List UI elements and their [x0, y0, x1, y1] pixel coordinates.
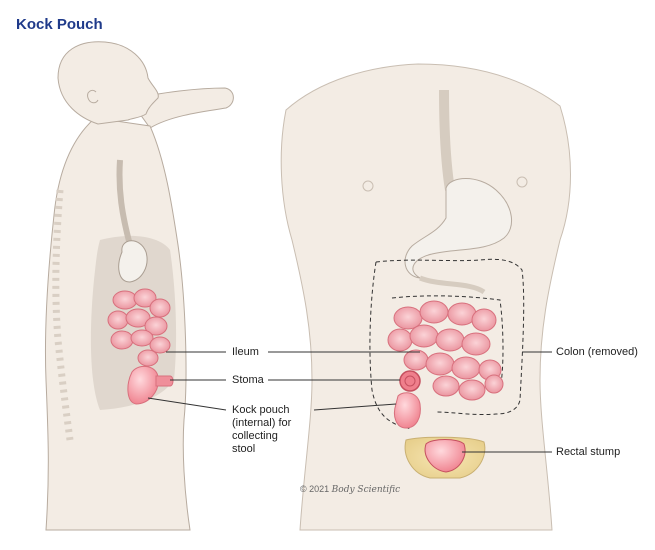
- front-kock-pouch: [393, 392, 421, 429]
- label-kock-pouch-line-2: (internal) for: [232, 417, 292, 429]
- copyright-text: © 2021: [300, 484, 330, 494]
- left-nipple: [362, 180, 374, 192]
- copyright-notice: © 2021 Body Scientific: [300, 484, 400, 495]
- right-nipple: [516, 176, 528, 188]
- leader-lines: [147, 351, 552, 453]
- spine: [52, 189, 74, 441]
- removed-colon-outline: [369, 258, 525, 431]
- side-esophagus: [116, 159, 133, 246]
- stoma-opening: [404, 375, 416, 387]
- pouch-leader-right: [313, 403, 397, 411]
- label-kock-pouch-line-1: Kock pouch: [232, 404, 290, 416]
- side-head: [57, 41, 159, 125]
- front-esophagus: [439, 89, 455, 191]
- front-small-intestine: [387, 300, 504, 401]
- label-colon-removed: Colon (removed): [556, 346, 638, 358]
- side-stoma: [155, 375, 174, 387]
- removed-colon-inner-outline: [391, 295, 504, 391]
- side-kock-pouch: [127, 365, 159, 405]
- label-kock-pouch-line-4: stool: [232, 443, 256, 455]
- front-rectal-stump: [424, 439, 466, 473]
- label-kock-pouch: Kock pouch (internal) for collecting sto…: [232, 404, 291, 456]
- front-view-figure: [280, 63, 571, 531]
- pouch-leader-left: [147, 397, 227, 411]
- side-small-intestine: [107, 288, 171, 367]
- front-stoma: [399, 370, 421, 392]
- front-torso: [280, 63, 571, 531]
- front-duodenum: [419, 275, 486, 295]
- front-stomach: [404, 178, 512, 279]
- label-kock-pouch-line-3: collecting: [232, 430, 278, 442]
- ear-detail: [87, 89, 99, 104]
- figure-title: Kock Pouch: [16, 16, 103, 33]
- label-stoma: Stoma: [232, 374, 264, 386]
- label-rectal-stump: Rectal stump: [556, 446, 621, 458]
- copyright-brand: Body Scientific: [331, 485, 401, 495]
- side-stomach: [118, 240, 148, 283]
- label-ileum: Ileum: [232, 346, 259, 358]
- side-view-figure: [44, 41, 234, 531]
